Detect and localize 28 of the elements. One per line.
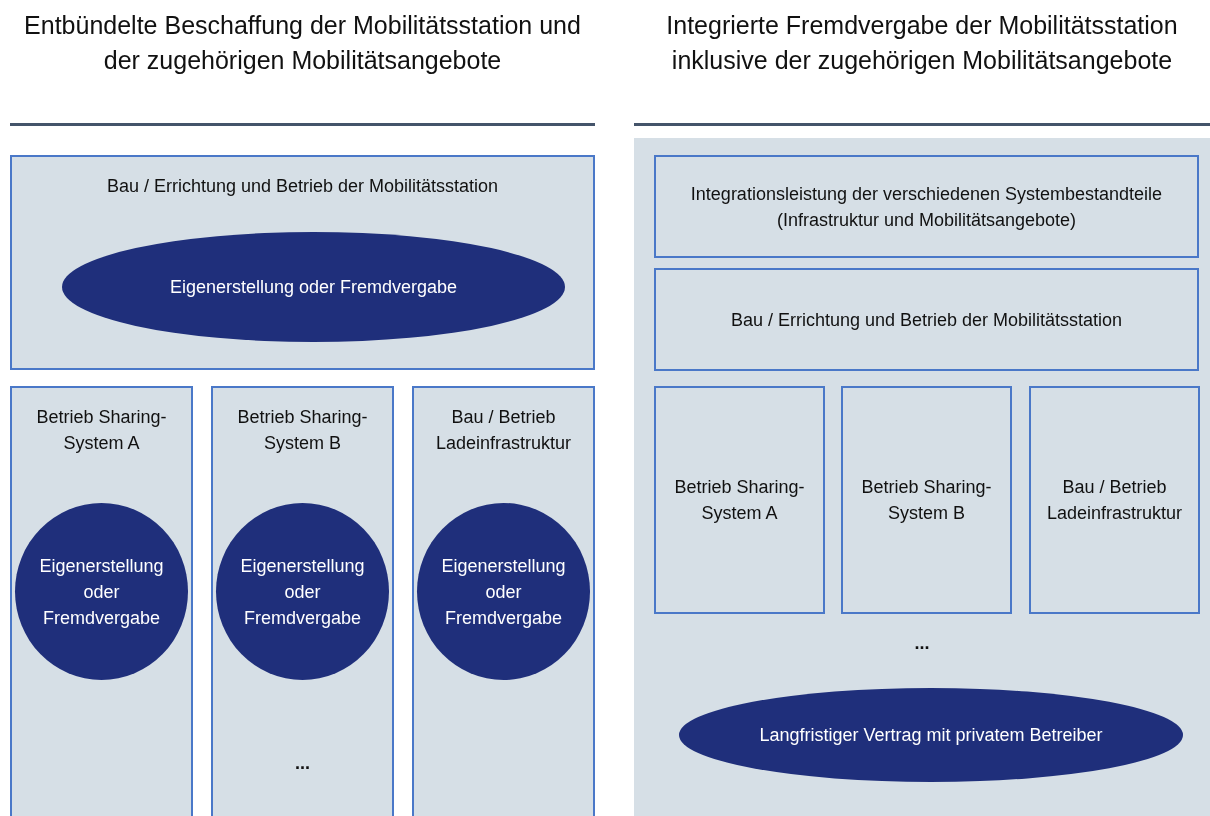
process-box [412,386,595,816]
column-heading: Entbündelte Beschaffung der Mobilitätsstation und der zugehörigen Mobilitätsangebote [23,10,582,76]
ellipsis-text: ... [913,632,931,655]
box-text: Eigenerstellung oder Fremdvergabe [169,276,458,299]
process-box [654,155,1199,258]
panel-background [634,138,1210,816]
process-box [10,155,595,370]
box-text: Bau / Betrieb Ladeinfrastruktur [1045,476,1184,525]
box-text: Betrieb Sharing-System B [236,406,369,455]
column-heading: Integrierte Fremdvergabe der Mobilitätsstation inklusive der zugehörigen Mobilitätsangebote [665,10,1179,76]
process-box [211,386,394,816]
process-box [654,386,825,614]
box-text: Eigenerstellung oder Fremdvergabe [440,554,567,630]
box-text: Betrieb Sharing-System B [860,476,993,525]
box-text: Betrieb Sharing-System A [673,476,806,525]
box-text: Eigenerstellung oder Fremdvergabe [38,554,165,630]
box-text: Langfristiger Vertrag mit privatem Betreiber [759,724,1103,747]
process-box [841,386,1012,614]
process-box [654,268,1199,371]
process-box [10,386,193,816]
box-text: Betrieb Sharing-System A [35,406,168,455]
process-box [1029,386,1200,614]
box-text: Bau / Betrieb Ladeinfrastruktur [434,406,573,455]
box-text: Bau / Errichtung und Betrieb der Mobilitätsstation [106,175,499,198]
ellipsis-text: ... [294,752,311,775]
box-text: Bau / Errichtung und Betrieb der Mobilitätsstation [730,308,1123,332]
box-text: Eigenerstellung oder Fremdvergabe [239,554,366,630]
box-text: Integrationsleistung der verschiedenen Systembestandteile (Infrastruktur und Mobilitätsangebote) [689,182,1164,232]
